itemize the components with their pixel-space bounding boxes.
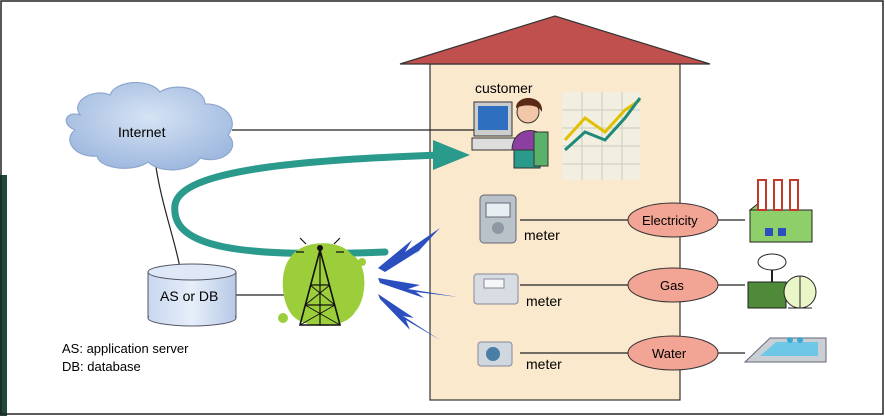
- legend-item-db: DB: database: [62, 359, 141, 374]
- lightning-bolt-icon: [378, 228, 440, 272]
- utility-nodes: [627, 202, 719, 371]
- utility-label-gas: Gas: [660, 278, 684, 293]
- lightning-bolt-icon: [378, 278, 458, 298]
- gas-meter-icon: [473, 273, 519, 305]
- radio-tower-icon: [278, 237, 366, 326]
- meter-label-water: meter: [526, 356, 562, 372]
- internet-cloud-icon: [65, 81, 234, 171]
- electric-meter-icon: [479, 194, 517, 244]
- legend: AS: application server DB: database: [62, 340, 188, 376]
- water-meter-icon: [477, 341, 513, 367]
- wireless-signal-bolts: [378, 228, 458, 340]
- connector-lines: [154, 129, 745, 354]
- left-accent-bar: [0, 175, 7, 416]
- meter-label-gas: meter: [526, 293, 562, 309]
- house-roof: [399, 15, 711, 65]
- customer-computer-icon: [471, 97, 549, 169]
- utility-label-water: Water: [652, 346, 687, 361]
- server-label: AS or DB: [160, 288, 219, 304]
- database-cylinder-icon: [147, 263, 237, 327]
- power-plant-icon: [748, 179, 813, 243]
- data-flow-arrow: [171, 140, 470, 258]
- legend-item-as: AS: application server: [62, 341, 189, 356]
- water-pool-icon: [743, 337, 827, 363]
- customer-label: customer: [475, 80, 533, 96]
- meter-label-electricity: meter: [524, 227, 560, 243]
- gas-plant-icon: [747, 253, 817, 309]
- usage-chart-icon: [562, 92, 642, 180]
- lightning-bolt-icon: [378, 294, 440, 340]
- utility-label-electricity: Electricity: [642, 213, 698, 228]
- internet-label: Internet: [118, 124, 166, 140]
